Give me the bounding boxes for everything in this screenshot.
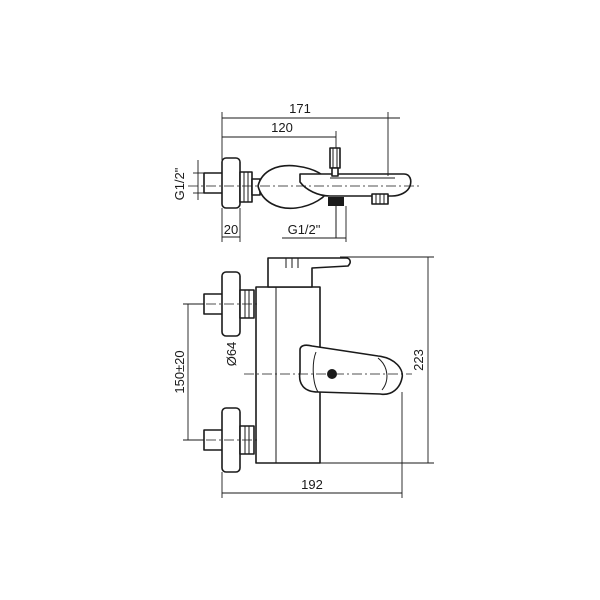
top-view: 171 120 G1/2" 20 G1/2" <box>172 101 420 242</box>
front-handle-hole <box>327 369 337 379</box>
front-diverter-cap <box>267 257 351 288</box>
top-shower-outlet <box>328 197 344 206</box>
dim-top-total-width: 171 <box>289 101 311 116</box>
dim-front-total-width: 192 <box>301 477 323 492</box>
dim-front-centers: 150±20 <box>172 350 187 393</box>
top-spout <box>299 173 412 197</box>
dim-front-diameter: Ø64 <box>224 342 239 367</box>
top-diverter-knob <box>329 147 341 169</box>
dim-top-inlet-thread: G1/2" <box>172 167 187 200</box>
top-wall-flange <box>221 157 241 209</box>
dim-top-body-width: 120 <box>271 120 293 135</box>
front-handle <box>298 344 404 396</box>
dim-top-wall-offset: 20 <box>224 222 238 237</box>
dim-front-height: 223 <box>411 349 426 371</box>
front-view: 150±20 Ø64 223 192 <box>172 256 434 498</box>
dim-top-outlet-thread: G1/2" <box>288 222 321 237</box>
top-nut <box>239 171 253 203</box>
